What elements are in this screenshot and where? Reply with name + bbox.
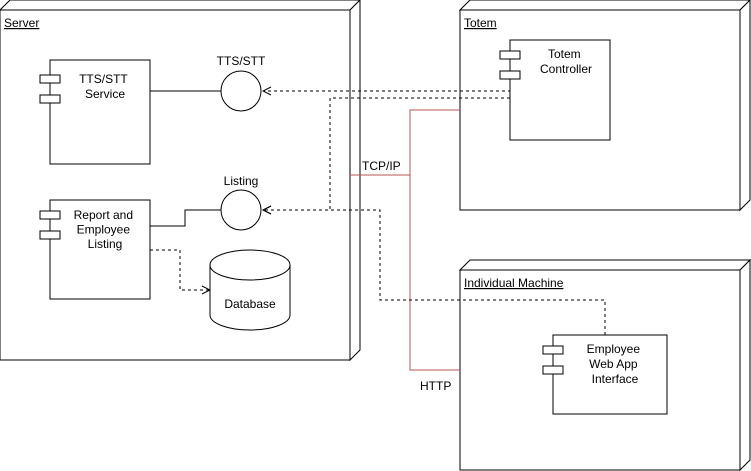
component-port-icon <box>499 50 521 60</box>
tts-stt-interface: TTS/STT <box>217 54 266 112</box>
component-port-icon <box>542 345 564 355</box>
component-port-icon <box>39 74 61 84</box>
tcp-ip-label: TCP/IP <box>362 159 401 173</box>
component-port-icon <box>499 70 521 80</box>
listing-provided-link <box>150 209 221 227</box>
http-label: HTTP <box>420 379 451 393</box>
individual-machine-node-label: Individual Machine <box>464 276 564 290</box>
listing-interface: Listing <box>220 174 262 231</box>
totem-node-label: Totem <box>464 16 497 30</box>
totem-controller-label: Totem Controller <box>540 47 592 76</box>
web-app-to-listing-dependency <box>263 210 606 335</box>
http-link <box>409 175 460 371</box>
component-port-icon <box>542 365 564 375</box>
server-node-label: Server <box>4 16 39 30</box>
tts-stt-interface-label: TTS/STT <box>217 54 266 68</box>
report-to-database-dependency <box>150 249 210 290</box>
report-listing-component: Report and Employee Listing <box>39 199 151 300</box>
component-port-icon <box>39 230 61 240</box>
component-port-icon <box>39 210 61 220</box>
totem-controller-component: Totem Controller <box>499 39 611 141</box>
report-listing-label: Report and Employee Listing <box>74 208 137 251</box>
component-port-icon <box>39 94 61 104</box>
database-label: Database <box>224 297 276 311</box>
tcp-ip-link <box>350 109 460 176</box>
employee-web-app-label: Employee Web App Interface <box>587 342 644 386</box>
tts-stt-service-label: TTS/STT Service <box>79 72 131 101</box>
server-node: Server <box>0 0 361 362</box>
listing-interface-label: Listing <box>224 174 259 188</box>
database-cylinder: Database <box>209 249 291 331</box>
tts-stt-service-component: TTS/STT Service <box>39 59 151 165</box>
employee-web-app-component: Employee Web App Interface <box>542 334 668 415</box>
